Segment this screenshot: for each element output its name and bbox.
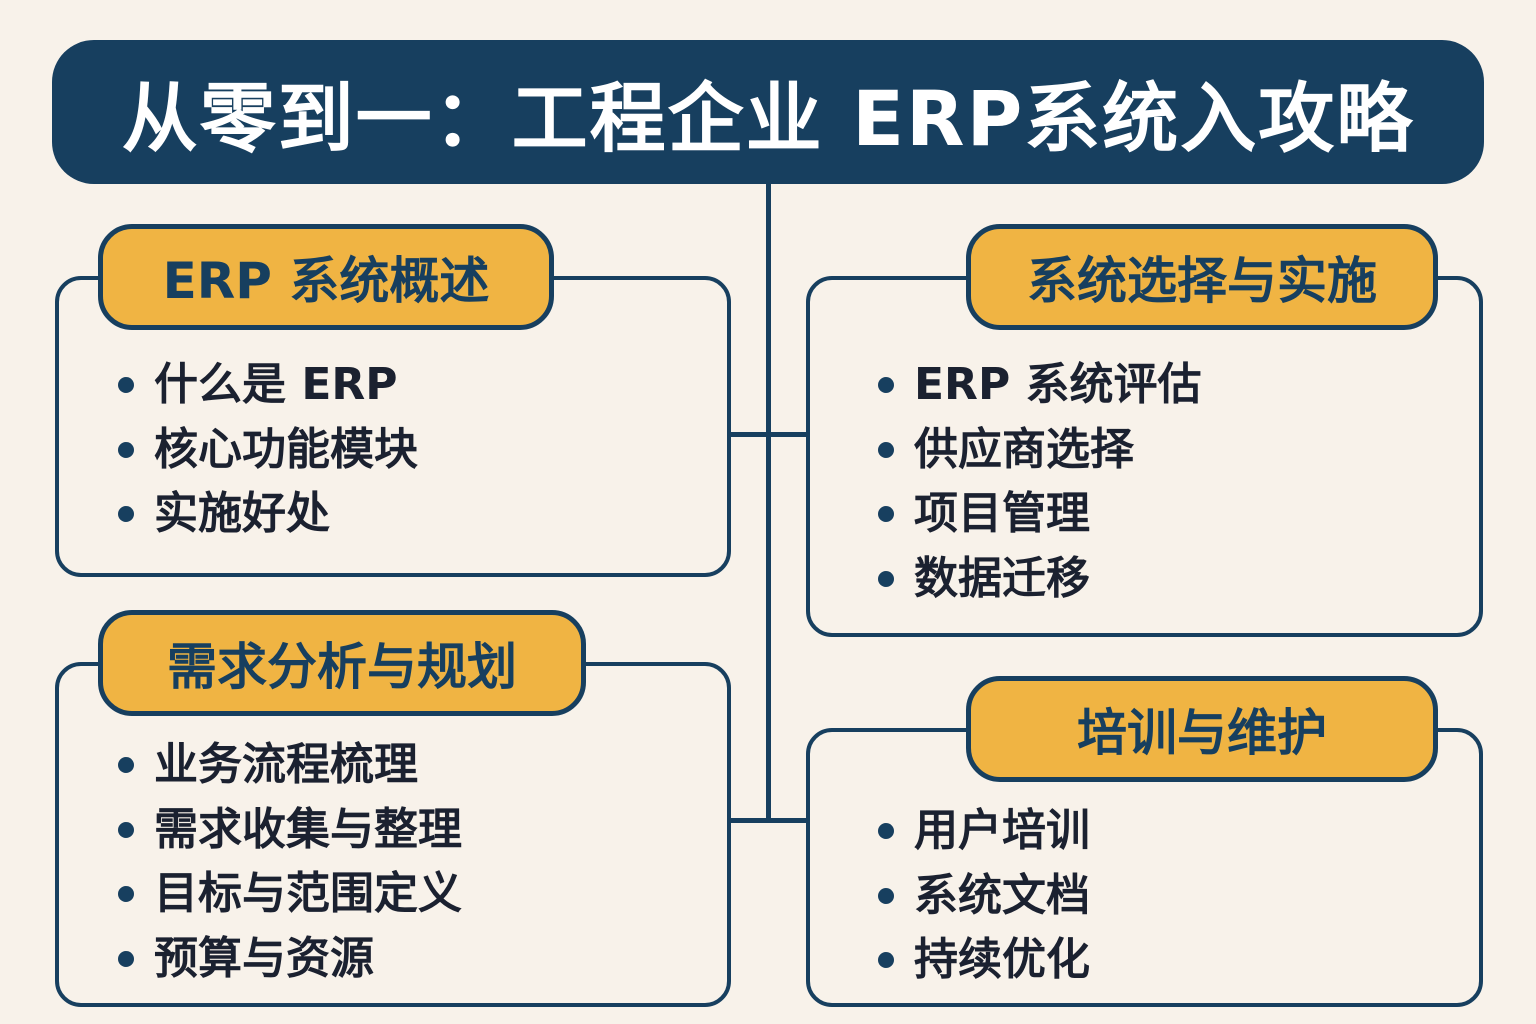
bullet-icon bbox=[878, 887, 894, 904]
section-title-requirements: 需求分析与规划 bbox=[98, 610, 586, 716]
list-selection: ERP 系统评估 供应商选择 项目管理 数据迁移 bbox=[878, 353, 1202, 611]
connector-left-2 bbox=[730, 818, 806, 823]
list-item: 数据迁移 bbox=[878, 547, 1202, 612]
list-item: 用户培训 bbox=[878, 799, 1090, 864]
connector-left-1 bbox=[730, 432, 806, 437]
bullet-icon bbox=[878, 570, 894, 587]
list-item: 核心功能模块 bbox=[118, 418, 418, 483]
list-overview: 什么是 ERP 核心功能模块 实施好处 bbox=[118, 353, 418, 547]
main-title: 从零到一：工程企业 ERP系统入攻略 bbox=[52, 40, 1484, 184]
list-item: 需求收集与整理 bbox=[118, 798, 462, 863]
list-requirements: 业务流程梳理 需求收集与整理 目标与范围定义 预算与资源 bbox=[118, 733, 462, 991]
list-item: 持续优化 bbox=[878, 928, 1090, 993]
list-item: 系统文档 bbox=[878, 864, 1090, 929]
list-item: 项目管理 bbox=[878, 482, 1202, 547]
list-item: 什么是 ERP bbox=[118, 353, 418, 418]
bullet-icon bbox=[878, 441, 894, 458]
bullet-icon bbox=[118, 757, 134, 774]
section-title-overview: ERP 系统概述 bbox=[98, 224, 554, 330]
list-item: 供应商选择 bbox=[878, 418, 1202, 483]
section-box-selection bbox=[806, 276, 1483, 637]
bullet-icon bbox=[878, 377, 894, 394]
bullet-icon bbox=[118, 506, 134, 523]
list-item: 目标与范围定义 bbox=[118, 862, 462, 927]
section-title-selection: 系统选择与实施 bbox=[966, 224, 1438, 330]
bullet-icon bbox=[118, 886, 134, 903]
bullet-icon bbox=[878, 823, 894, 840]
list-training: 用户培训 系统文档 持续优化 bbox=[878, 799, 1090, 993]
bullet-icon bbox=[878, 952, 894, 969]
section-box-requirements bbox=[55, 662, 731, 1007]
bullet-icon bbox=[878, 506, 894, 523]
list-item: 业务流程梳理 bbox=[118, 733, 462, 798]
section-title-training: 培训与维护 bbox=[966, 676, 1438, 782]
bullet-icon bbox=[118, 441, 134, 458]
list-item: ERP 系统评估 bbox=[878, 353, 1202, 418]
trunk-connector bbox=[766, 184, 771, 822]
list-item: 预算与资源 bbox=[118, 927, 462, 992]
bullet-icon bbox=[118, 377, 134, 394]
list-item: 实施好处 bbox=[118, 482, 418, 547]
bullet-icon bbox=[118, 821, 134, 838]
bullet-icon bbox=[118, 950, 134, 967]
